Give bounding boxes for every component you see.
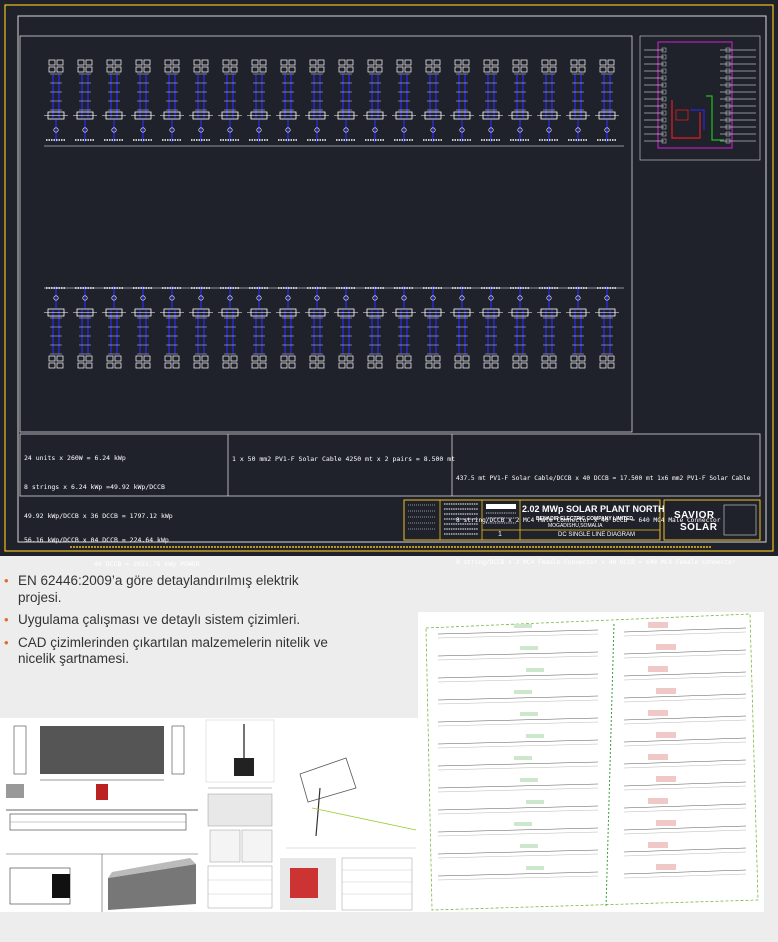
- bullet-icon: •: [4, 612, 9, 627]
- shelter-drawing-thumbnail: [0, 718, 204, 912]
- string-group: [189, 286, 213, 369]
- string-group: [44, 59, 68, 142]
- mounting-detail-thumbnail: [204, 718, 276, 912]
- string-group: [595, 59, 619, 142]
- note-line: 56.16 kWp/DCCB x 04 DCCB = 224.64 kWp: [24, 536, 169, 544]
- string-group: [276, 286, 300, 369]
- string-group: [334, 59, 358, 142]
- string-group: [363, 286, 387, 369]
- note-line: 40 DCCB = 2021.76 kWp POWER: [94, 560, 200, 568]
- string-array-row-bottom: [44, 286, 624, 369]
- string-group: [450, 59, 474, 142]
- sheet-number: 1: [498, 531, 502, 538]
- string-group: [537, 59, 561, 142]
- string-group: [189, 59, 213, 142]
- cad-drawing-panel: 24 units x 260W = 6.24 kWp 8 strings x 6…: [0, 0, 778, 568]
- string-group: [131, 286, 155, 369]
- string-group: [392, 59, 416, 142]
- project-title: 2.02 MWp SOLAR PLANT NORTH: [522, 504, 665, 514]
- notes-middle: 1 x 50 mm2 PV1-F Solar Cable 4250 mt x 2…: [232, 455, 456, 463]
- string-group: [218, 59, 242, 142]
- string-group: [247, 286, 271, 369]
- company-name: BENADIR ELECTRIC COMPANY LIMITED: [536, 516, 634, 522]
- string-array-row-top: [44, 59, 624, 147]
- string-group: [421, 59, 445, 142]
- string-group: [508, 286, 532, 369]
- string-group: [595, 286, 619, 369]
- list-item-text: Uygulama çalışması ve detaylı sistem çiz…: [18, 612, 301, 627]
- logo-line-1: SAVIOR: [674, 510, 715, 521]
- inverter-schematic: [644, 41, 756, 149]
- note-line: 8 string/DCCB x 2 MC4 Female Connector x…: [456, 559, 736, 566]
- string-group: [160, 59, 184, 142]
- list-item-text: CAD çizimlerinden çıkartılan malzemeleri…: [18, 634, 328, 667]
- string-group: [334, 286, 358, 369]
- structure-3d-thumbnail: [276, 718, 418, 912]
- notes-left: 24 units x 260W = 6.24 kWp 8 strings x 6…: [24, 438, 200, 584]
- string-group: [160, 286, 184, 369]
- string-group: [450, 286, 474, 369]
- logo-line-2: SOLAR: [680, 522, 718, 533]
- string-group: [305, 286, 329, 369]
- list-item: • CAD çizimlerinden çıkartılan malzemeler…: [4, 635, 344, 668]
- string-group: [421, 286, 445, 369]
- string-group: [276, 59, 300, 142]
- string-group: [479, 59, 503, 142]
- string-group: [537, 286, 561, 369]
- note-line: 49.92 kWp/DCCB x 36 DCCB = 1797.12 kWp: [24, 512, 173, 520]
- string-group: [102, 286, 126, 369]
- drawing-title: DC SINGLE LINE DIAGRAM: [558, 532, 636, 538]
- string-group: [479, 286, 503, 369]
- string-group: [392, 286, 416, 369]
- string-group: [305, 59, 329, 142]
- string-group: [508, 59, 532, 142]
- string-group: [218, 286, 242, 369]
- string-group: [102, 59, 126, 142]
- string-group: [44, 286, 68, 369]
- array-layout-thumbnail: [418, 612, 764, 912]
- dc-single-line-diagram: [4, 4, 774, 552]
- list-item: • EN 62446:2009’a göre detaylandırılmış e…: [4, 573, 344, 606]
- notes-right: 437.5 mt PV1-F Solar Cable/DCCB x 40 DCC…: [456, 444, 750, 598]
- feature-list: • EN 62446:2009’a göre detaylandırılmış e…: [4, 573, 344, 674]
- string-group: [131, 59, 155, 142]
- note-line: 437.5 mt PV1-F Solar Cable/DCCB x 40 DCC…: [456, 475, 751, 482]
- string-group: [73, 286, 97, 369]
- bullet-icon: •: [4, 573, 9, 588]
- string-group: [566, 59, 590, 142]
- bullet-icon: •: [4, 634, 9, 650]
- string-group: [363, 59, 387, 142]
- string-group: [566, 286, 590, 369]
- list-item: • Uygulama çalışması ve detaylı sistem çi…: [4, 612, 344, 629]
- title-block-fine-text: [408, 503, 516, 535]
- note-line: 8 string/DCCB x 2 MC4 Male Connector x 4…: [456, 517, 721, 524]
- location: MOGADISHU,SOMALIA: [548, 523, 603, 529]
- list-item-text: EN 62446:2009’a göre detaylandırılmış el…: [18, 573, 299, 605]
- string-group: [73, 59, 97, 142]
- note-line: 8 strings x 6.24 kWp =49.92 kWp/DCCB: [24, 483, 165, 491]
- string-group: [247, 59, 271, 142]
- note-line: 24 units x 260W = 6.24 kWp: [24, 454, 126, 462]
